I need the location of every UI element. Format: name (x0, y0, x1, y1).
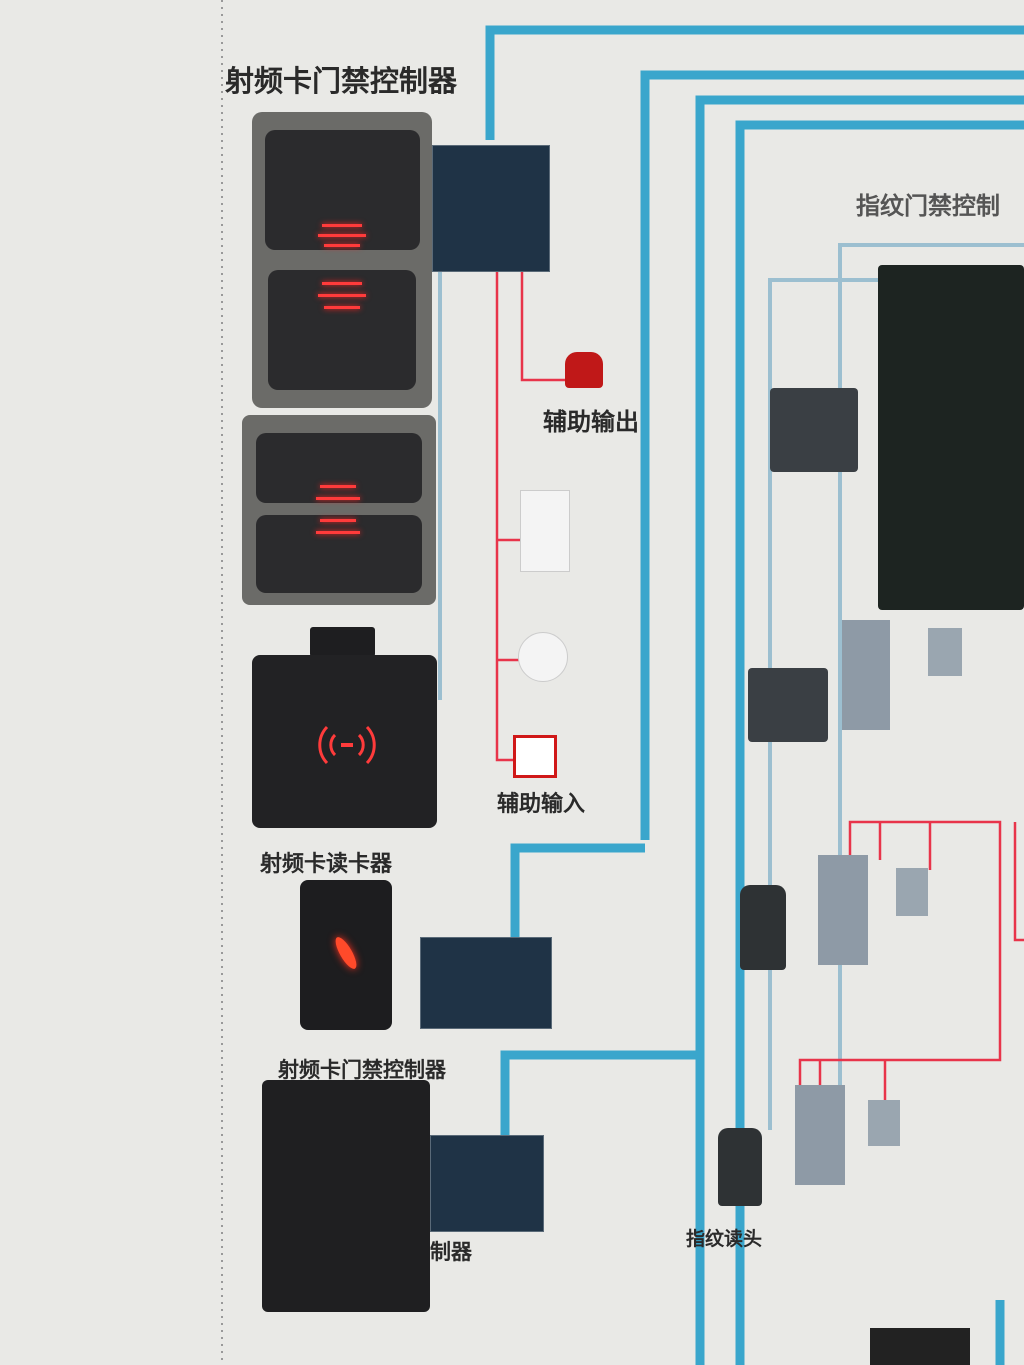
led-indicator (324, 306, 360, 309)
fingerprint-reader-2 (718, 1128, 762, 1206)
pir-sensor-icon (520, 490, 570, 572)
rf-controller-title: 射频卡门禁控制器 (225, 64, 458, 98)
mini-keypad (310, 627, 375, 657)
door-icon-1 (842, 620, 890, 730)
led-indicator (318, 294, 366, 297)
fingerprint-controller-title: 指纹门禁控制 (856, 192, 1000, 220)
rf-controller-label: 射频卡门禁控制器 (278, 1058, 446, 1082)
keypad-reader (262, 1080, 430, 1312)
led-indicator (318, 234, 366, 237)
led-indicator (316, 531, 360, 534)
led-indicator (322, 224, 362, 227)
reader-pad (256, 433, 422, 503)
siren-icon (565, 352, 603, 388)
rf-controller-box-1 (432, 145, 550, 272)
exit-button-1 (928, 628, 962, 676)
aux-input-label: 辅助输入 (497, 792, 586, 817)
rf-card-reader-2 (242, 415, 436, 605)
led-indicator (331, 934, 361, 972)
fingerprint-controller-board (878, 265, 1024, 610)
reader-pad (268, 270, 416, 390)
keypad-2 (748, 668, 828, 742)
rf-card-reader-4 (300, 880, 392, 1030)
fingerprint-reader-label: 指纹读头 (686, 1228, 763, 1250)
led-indicator (322, 282, 362, 285)
rf-controller-box-2 (420, 937, 552, 1029)
fingerprint-reader-1 (740, 885, 786, 970)
exit-button-2 (896, 868, 928, 916)
rf-card-reader-1 (252, 112, 432, 408)
door-icon-3 (795, 1085, 845, 1185)
rfid-wave-icon (318, 725, 376, 765)
door-icon-2 (818, 855, 868, 965)
exit-button-3 (868, 1100, 900, 1146)
rf-controller-box-3 (430, 1135, 544, 1232)
rf-reader-label: 射频卡读卡器 (260, 852, 393, 877)
reader-pad (265, 130, 420, 250)
controller-partial-label: 制器 (430, 1240, 472, 1264)
keypad-1 (770, 388, 858, 472)
smoke-detector-icon (518, 632, 568, 682)
led-indicator (320, 519, 356, 522)
aux-output-label: 辅助输出 (543, 408, 639, 436)
reader-pad (256, 515, 422, 593)
bottom-device (870, 1328, 970, 1365)
led-indicator (324, 244, 360, 247)
led-indicator (320, 485, 356, 488)
led-indicator (316, 497, 360, 500)
rf-card-reader-3 (252, 655, 437, 828)
alarm-button-icon (513, 735, 557, 778)
